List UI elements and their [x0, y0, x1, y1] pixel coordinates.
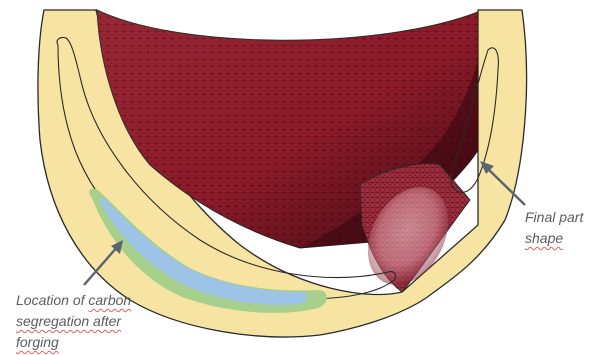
carbon-label-line1-prefix: Location of — [16, 292, 88, 308]
carbon-label-line1-word: carbon — [88, 292, 131, 308]
carbon-label-line3: forging — [16, 332, 226, 353]
final-part-label-line1: Final part — [525, 207, 611, 228]
carbon-label-line2: segregation after — [16, 311, 226, 332]
final-part-label-line2: shape — [525, 228, 611, 249]
carbon-segregation-label: Location of carbon segregation after for… — [16, 290, 226, 353]
carbon-label-line1: Location of carbon — [16, 290, 226, 311]
final-part-shape-label: Final part shape — [525, 207, 611, 249]
